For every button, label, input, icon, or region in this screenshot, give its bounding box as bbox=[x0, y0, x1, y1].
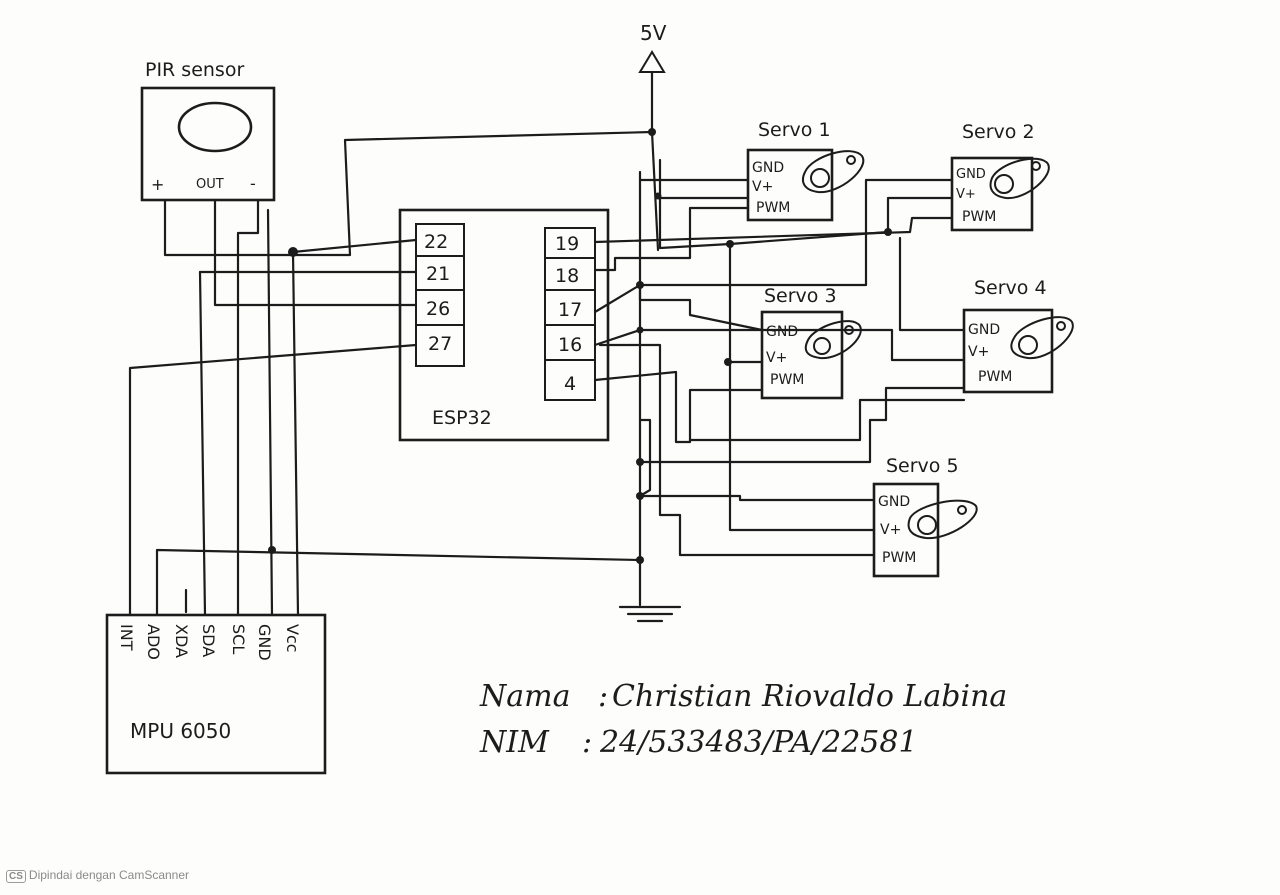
pir-title: PIR sensor bbox=[145, 59, 244, 81]
esp-pin-18: 18 bbox=[555, 265, 579, 287]
servo-1-gnd: GND bbox=[752, 160, 784, 176]
mpu-pin-vcc: Vcc bbox=[283, 624, 302, 653]
esp-pin-26: 26 bbox=[426, 298, 450, 320]
servo-horn-icon bbox=[1010, 316, 1074, 360]
supply-symbol: 5V bbox=[638, 21, 667, 73]
esp-pin-22: 22 bbox=[424, 231, 448, 253]
mpu-pin-ado: ADO bbox=[144, 624, 163, 660]
servo-3-gnd: GND bbox=[766, 324, 798, 340]
mpu-pin-sda: SDA bbox=[199, 624, 218, 657]
esp32-board: 22 21 26 27 19 18 17 16 4 ESP32 bbox=[398, 208, 610, 442]
esp-pin-16: 16 bbox=[558, 334, 582, 356]
main-rail bbox=[618, 70, 682, 623]
svg-text::: : bbox=[582, 725, 592, 760]
name-value: Christian Riovaldo Labina bbox=[612, 679, 1007, 714]
scanner-footer-text: Dipindai dengan CamScanner bbox=[28, 868, 190, 882]
author-block: Nama : Christian Riovaldo Labina NIM : 2… bbox=[479, 679, 1007, 760]
servo-1-pwm: PWM bbox=[756, 200, 790, 216]
pir-minus-label: - bbox=[250, 174, 256, 193]
servo-3: Servo 3 GND V+ PWM bbox=[760, 285, 862, 400]
esp-pin-4: 4 bbox=[564, 373, 576, 395]
mpu6050: INT ADO XDA SDA SCL GND Vcc MPU 6050 bbox=[105, 613, 327, 775]
servo-3-vplus: V+ bbox=[766, 350, 787, 366]
servo-5-gnd: GND bbox=[878, 494, 910, 510]
name-label: Nama bbox=[479, 679, 570, 714]
servo-4-gnd: GND bbox=[968, 322, 1000, 338]
servo-3-title: Servo 3 bbox=[764, 285, 837, 307]
servo-5-vplus: V+ bbox=[880, 522, 901, 538]
supply-label: 5V bbox=[640, 21, 667, 45]
servo-1: Servo 1 GND V+ PWM bbox=[746, 119, 865, 222]
esp-pin-19: 19 bbox=[555, 233, 579, 255]
servo-5-pwm: PWM bbox=[882, 550, 916, 566]
servo-horn-icon bbox=[907, 499, 978, 540]
mpu-pin-xda: XDA bbox=[172, 624, 191, 658]
junction-dots bbox=[268, 128, 892, 564]
servo-4-pwm: PWM bbox=[978, 369, 1012, 385]
servo-horn-icon bbox=[801, 150, 865, 194]
servo-1-title: Servo 1 bbox=[758, 119, 831, 141]
servo-4-vplus: V+ bbox=[968, 344, 989, 360]
esp-pin-21: 21 bbox=[426, 263, 450, 285]
servo-horn-icon bbox=[989, 157, 1050, 200]
mpu-pin-int: INT bbox=[117, 624, 136, 651]
mpu-pin-gnd: GND bbox=[255, 624, 274, 661]
pir-sensor: PIR sensor + OUT - bbox=[140, 59, 276, 202]
servo-2-vplus: V+ bbox=[956, 187, 976, 202]
pir-lens-icon bbox=[177, 101, 253, 153]
mpu-name: MPU 6050 bbox=[130, 719, 231, 743]
servo-3-pwm: PWM bbox=[770, 372, 804, 388]
esp-name: ESP32 bbox=[432, 407, 492, 429]
svg-text::: : bbox=[598, 679, 608, 714]
nim-value: 24/533483/PA/22581 bbox=[599, 725, 918, 760]
servo-horn-icon bbox=[804, 320, 862, 360]
servo-5: Servo 5 GND V+ PWM bbox=[872, 455, 978, 578]
servo-4: Servo 4 GND V+ PWM bbox=[962, 277, 1074, 394]
servo-2-pwm: PWM bbox=[962, 209, 996, 225]
esp-pin-17: 17 bbox=[558, 299, 582, 321]
camscanner-logo-icon: CS bbox=[6, 870, 26, 883]
pir-out-label: OUT bbox=[196, 177, 224, 192]
servo-2-title: Servo 2 bbox=[962, 121, 1035, 143]
servo-1-vplus: V+ bbox=[752, 179, 773, 195]
servo-2: Servo 2 GND V+ PWM bbox=[950, 121, 1050, 232]
nim-label: NIM bbox=[479, 725, 550, 760]
mpu-pin-scl: SCL bbox=[229, 624, 248, 654]
servo-4-title: Servo 4 bbox=[974, 277, 1047, 299]
wires bbox=[128, 130, 966, 617]
pir-plus-label: + bbox=[151, 175, 164, 194]
servo-2-gnd: GND bbox=[956, 167, 986, 182]
esp-pin-27: 27 bbox=[428, 333, 452, 355]
servo-5-title: Servo 5 bbox=[886, 455, 959, 477]
